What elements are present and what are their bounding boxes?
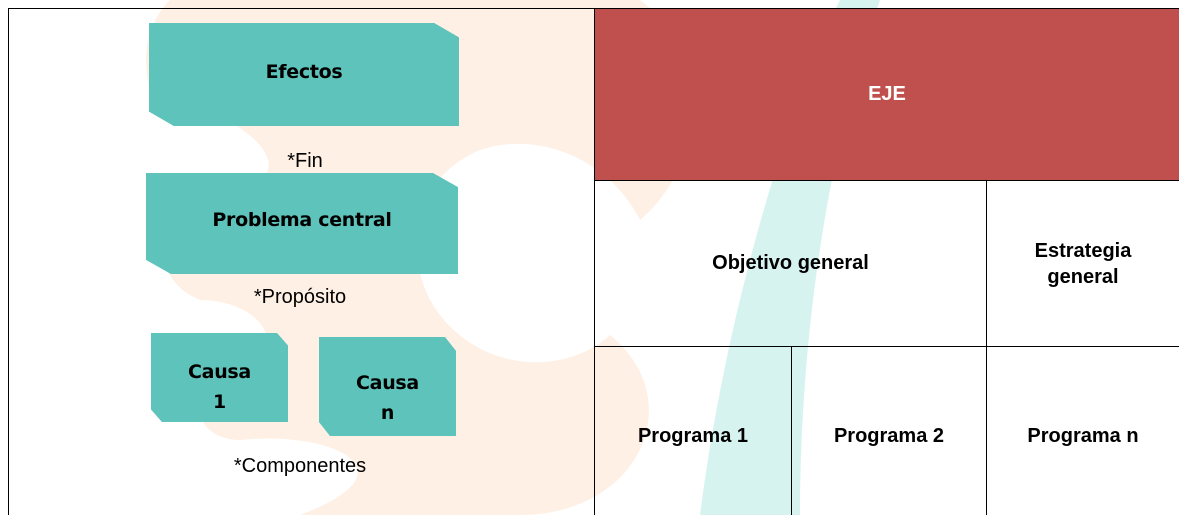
central-problem-label: Problema central	[212, 209, 392, 231]
componentes-caption: *Componentes	[233, 455, 367, 477]
estrategia-general-cell: Estrategia general	[987, 181, 1179, 346]
eje-header: EJE	[595, 9, 1179, 180]
causa-1-label: Causa	[188, 361, 251, 383]
left-border	[8, 8, 9, 515]
eje-label: EJE	[868, 83, 906, 105]
causa-n-label: Causa	[356, 372, 419, 394]
estrategia-label-line2: general	[1047, 265, 1119, 288]
causa-n-number: n	[380, 402, 395, 424]
top-border	[8, 8, 1179, 9]
header-bottom-line	[594, 180, 1179, 181]
programa-n-cell: Programa n	[987, 347, 1179, 515]
programa-n-label: Programa n	[1027, 425, 1139, 447]
left-panel-divider	[594, 8, 595, 515]
program-divider	[791, 346, 792, 515]
central-problem-box: Problema central	[146, 173, 458, 274]
objetivo-general-cell: Objetivo general	[595, 181, 986, 346]
estrategia-label-line1: Estrategia	[1034, 239, 1132, 262]
objetivo-general-label: Objetivo general	[712, 252, 869, 274]
programa-1-label: Programa 1	[637, 425, 749, 447]
effects-label: Efectos	[265, 60, 343, 83]
programs-top-line	[594, 346, 1179, 347]
programa-2-label: Programa 2	[833, 425, 945, 447]
causa-n-box: Causa n	[319, 337, 456, 436]
proposito-caption: *Propósito	[253, 286, 347, 308]
estrategia-divider	[986, 180, 987, 515]
causa-1-box: Causa 1	[151, 333, 288, 422]
programa-2-cell: Programa 2	[792, 347, 986, 515]
causa-1-number: 1	[213, 391, 226, 413]
effects-box: Efectos	[149, 23, 459, 126]
programa-1-cell: Programa 1	[595, 347, 791, 515]
fin-caption: *Fin	[287, 150, 323, 172]
